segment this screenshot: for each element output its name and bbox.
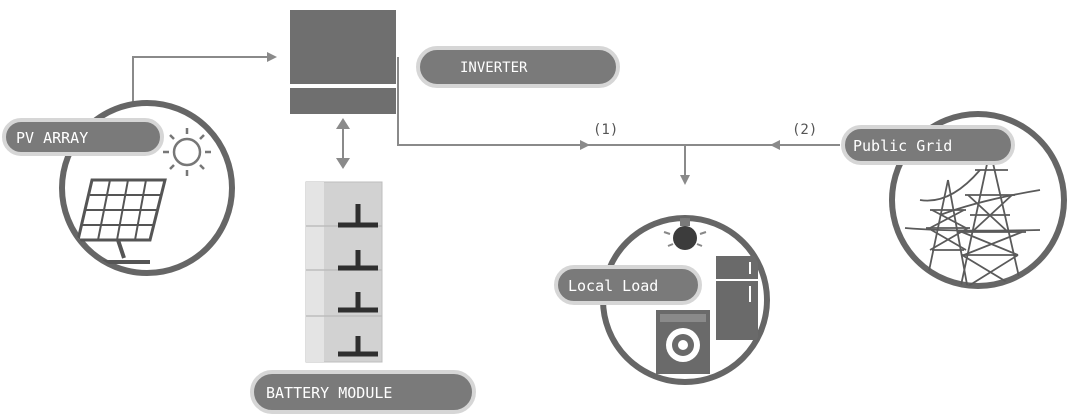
public-grid-label-text: Public Grid [853,137,952,155]
power-tower-icon [904,149,1041,286]
sun-icon [163,128,211,176]
pv-array-label: PV ARRAY [2,118,164,156]
washing-machine-icon [656,310,710,374]
battery-stack-icon [305,181,383,363]
battery-module-label: BATTERY MODULE [250,370,476,414]
connection-lines [132,52,840,185]
local-load-label-text: Local Load [568,277,658,295]
pv-array-label-text: PV ARRAY [16,129,88,147]
pv-to-inverter-line [132,52,277,120]
solar-panel-icon [76,178,167,264]
battery-arrow-up-icon [336,118,350,129]
public-grid-label: Public Grid [841,125,1015,165]
inverter-icon [290,10,396,114]
inverter-to-bus-line [397,57,590,150]
light-bulb-icon [663,218,707,250]
flow-label-1: (1) [593,122,618,138]
refrigerator-icon [716,256,758,340]
inverter-label: INVERTER [416,46,620,88]
flow-label-2: (2) [792,122,817,138]
inverter-label-text: INVERTER [460,60,528,76]
local-load-label: Local Load [554,265,702,305]
battery-module-label-text: BATTERY MODULE [266,384,392,402]
pv-array-node [59,100,235,276]
battery-arrow-down-icon [336,158,350,169]
